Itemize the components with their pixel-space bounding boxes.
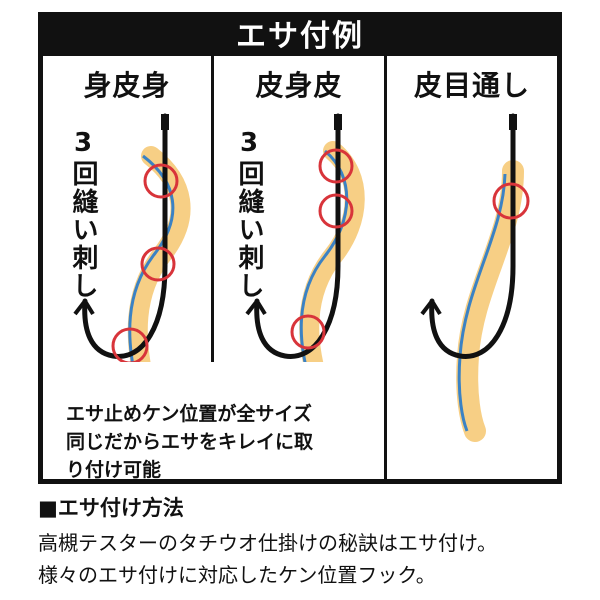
hook-3 <box>420 113 517 359</box>
panel-title-1: 身皮身 <box>83 69 171 102</box>
hook-2 <box>245 113 342 359</box>
pierce-circle <box>140 246 176 282</box>
pierce-circle <box>318 148 354 184</box>
body-text-line: 高槻テスターのタチウオ仕掛けの秘訣はエサ付け。 <box>38 531 497 555</box>
pierce-circle <box>318 193 354 229</box>
bait-diagram: エサ付例 身皮身 3回縫い刺し 皮身皮 3回縫い刺し 皮目通し <box>38 12 562 484</box>
stitch-note-2: 3回縫い刺し <box>234 128 264 300</box>
panels-area: 身皮身 3回縫い刺し 皮身皮 3回縫い刺し 皮目通し <box>43 56 557 481</box>
caption-box: エサ止めケン位置が全サイズ 同じだからエサをキレイに取 り付け可能 <box>48 362 384 481</box>
body-text-line: 様々のエサ付けに対応したケン位置フック。 <box>38 563 436 587</box>
caption-line: 同じだからエサをキレイに取 <box>66 431 314 453</box>
caption-text: エサ止めケン位置が全サイズ 同じだからエサをキレイに取 り付け可能 <box>66 400 386 484</box>
panel-divider <box>384 56 387 479</box>
bait-strip-3 <box>456 160 524 442</box>
hook-1 <box>73 113 169 359</box>
pierce-circle <box>492 182 530 220</box>
section-heading: ■エサ付け方法 <box>38 496 184 520</box>
caption-line: エサ止めケン位置が全サイズ <box>66 403 312 425</box>
pierce-circle <box>143 163 179 199</box>
pierce-circle <box>290 314 326 350</box>
caption-line: り付け可能 <box>66 459 162 481</box>
panel-divider <box>211 56 214 362</box>
hook-illustrations <box>73 113 530 442</box>
diagram-title: エサ付例 <box>236 19 364 54</box>
panel-title-3: 皮目通し <box>413 69 530 102</box>
stitch-note-1: 3回縫い刺し <box>68 128 98 300</box>
panel-title-2: 皮身皮 <box>255 69 343 102</box>
